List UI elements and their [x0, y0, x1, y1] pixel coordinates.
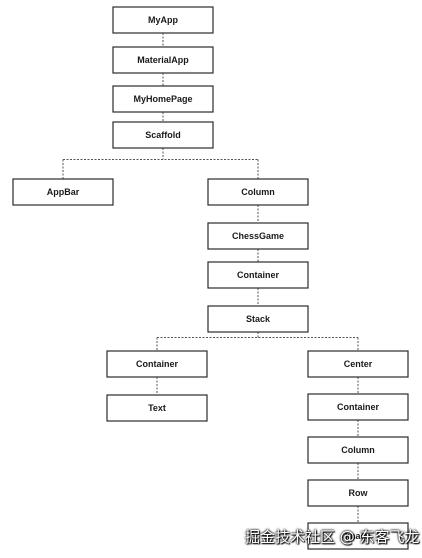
node-container2: Container [106, 350, 208, 378]
node-box [106, 394, 208, 422]
node-label: Text [148, 403, 166, 413]
node-box [207, 222, 309, 250]
node-scaffold: Scaffold [112, 121, 214, 149]
node-box [207, 178, 309, 206]
node-appbar: AppBar [12, 178, 114, 206]
node-label: Image [345, 531, 371, 541]
node-materialapp: MaterialApp [112, 46, 214, 74]
node-label: ChessGame [232, 231, 284, 241]
node-container1: Container [207, 261, 309, 289]
node-container3: Container [307, 393, 409, 421]
node-box [112, 6, 214, 34]
node-label: Container [136, 359, 179, 369]
node-myhomepage: MyHomePage [112, 85, 214, 113]
node-box [112, 85, 214, 113]
node-box [207, 261, 309, 289]
node-label: Row [349, 488, 369, 498]
node-label: Scaffold [145, 130, 181, 140]
node-myapp: MyApp [112, 6, 214, 34]
node-box [307, 350, 409, 378]
node-box [12, 178, 114, 206]
node-label: Stack [246, 314, 271, 324]
node-box [307, 522, 409, 550]
node-image: Image [307, 522, 409, 550]
node-stack: Stack [207, 305, 309, 333]
node-label: MyApp [148, 15, 178, 25]
node-column1: Column [207, 178, 309, 206]
node-box [307, 393, 409, 421]
node-label: Column [341, 445, 375, 455]
node-box [106, 350, 208, 378]
node-text: Text [106, 394, 208, 422]
node-center: Center [307, 350, 409, 378]
node-box [207, 305, 309, 333]
node-box [307, 436, 409, 464]
node-row: Row [307, 479, 409, 507]
edges-layer [62, 33, 359, 523]
node-label: Container [337, 402, 380, 412]
node-column2: Column [307, 436, 409, 464]
node-box [307, 479, 409, 507]
node-box [112, 121, 214, 149]
node-label: MaterialApp [137, 55, 189, 65]
node-label: Container [237, 270, 280, 280]
watermark: 掘金技术社区 @ 东客飞龙 [245, 528, 420, 546]
node-box [112, 46, 214, 74]
node-label: MyHomePage [133, 94, 192, 104]
node-label: AppBar [47, 187, 80, 197]
node-chessgame: ChessGame [207, 222, 309, 250]
node-label: Center [344, 359, 373, 369]
nodes-layer: MyAppMaterialAppMyHomePageScaffoldAppBar… [12, 6, 409, 550]
node-label: Column [241, 187, 275, 197]
